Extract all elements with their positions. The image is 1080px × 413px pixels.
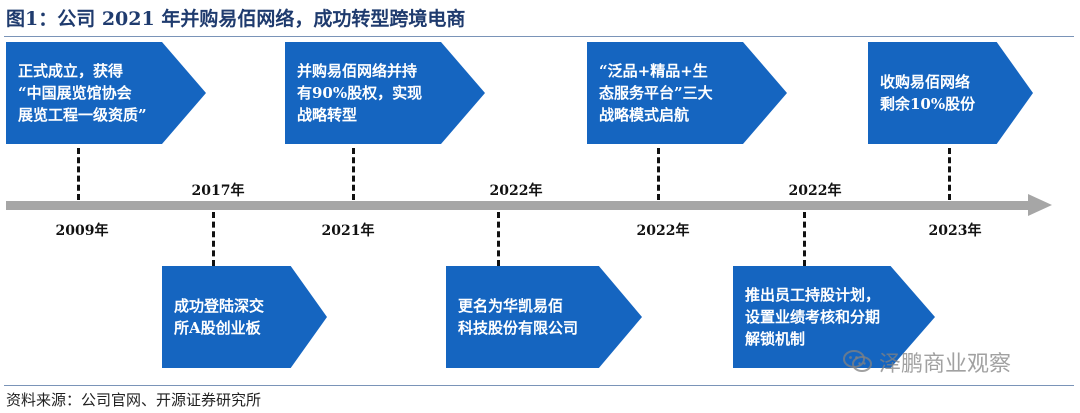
year-label-2022-rename: 2022年 [489,183,543,199]
event-2022-rename: 更名为华凯易佰 科技股份有限公司 [446,266,642,368]
timeline-axis [6,201,1030,210]
event-2009: 正式成立，获得 “中国展览馆协会 展览工程一级资质” [6,42,206,144]
title-divider [4,36,1074,37]
year-label-2022-strategy: 2022年 [636,223,690,239]
year-label-2021: 2021年 [321,223,375,239]
event-2022-rename-text: 更名为华凯易佰 科技股份有限公司 [458,297,579,337]
event-2022-esop-text: 推出员工持股计划， 设置业绩考核和分期 解锁机制 [745,286,881,348]
event-2021: 并购易佰网络并持 有90%股权，实现 战略转型 [285,42,485,144]
event-2021-text: 并购易佰网络并持 有90%股权，实现 战略转型 [297,62,423,124]
connector-2022-strategy [657,148,660,200]
source-note: 资料来源：公司官网、开源证券研究所 [6,391,262,409]
watermark: 泽鹏商业观察 [843,346,1011,378]
event-2009-text: 正式成立，获得 “中国展览馆协会 展览工程一级资质” [18,62,147,124]
wechat-icon [843,350,872,372]
connector-2009 [77,148,80,200]
event-2022-esop: 推出员工持股计划， 设置业绩考核和分期 解锁机制 [733,266,935,368]
event-2022-strategy: “泛品+精品+生 态服务平台”三大 战略模式启航 [587,42,787,144]
event-2023-text: 收购易佰网络 剩余10%股份 [880,73,976,113]
event-2017-text: 成功登陆深交 所A股创业板 [174,297,265,337]
event-2022-strategy-text: “泛品+精品+生 态服务平台”三大 战略模式启航 [599,62,713,124]
connector-2021 [352,148,355,200]
connector-2017 [212,212,215,266]
event-2017: 成功登陆深交 所A股创业板 [162,266,327,368]
year-label-2009: 2009年 [55,223,109,239]
footer-divider [4,385,1074,386]
connector-2022-esop [803,212,806,266]
connector-2022-rename [497,212,500,266]
event-2023: 收购易佰网络 剩余10%股份 [868,42,1033,144]
watermark-text: 泽鹏商业观察 [879,352,1012,377]
figure-title: 图1：公司 2021 年并购易佰网络，成功转型跨境电商 [6,8,466,30]
timeline-arrowhead [1028,194,1052,216]
connector-2023 [948,148,951,200]
year-label-2023: 2023年 [928,223,982,239]
year-label-2022-esop: 2022年 [788,183,842,199]
year-label-2017: 2017年 [191,183,245,199]
